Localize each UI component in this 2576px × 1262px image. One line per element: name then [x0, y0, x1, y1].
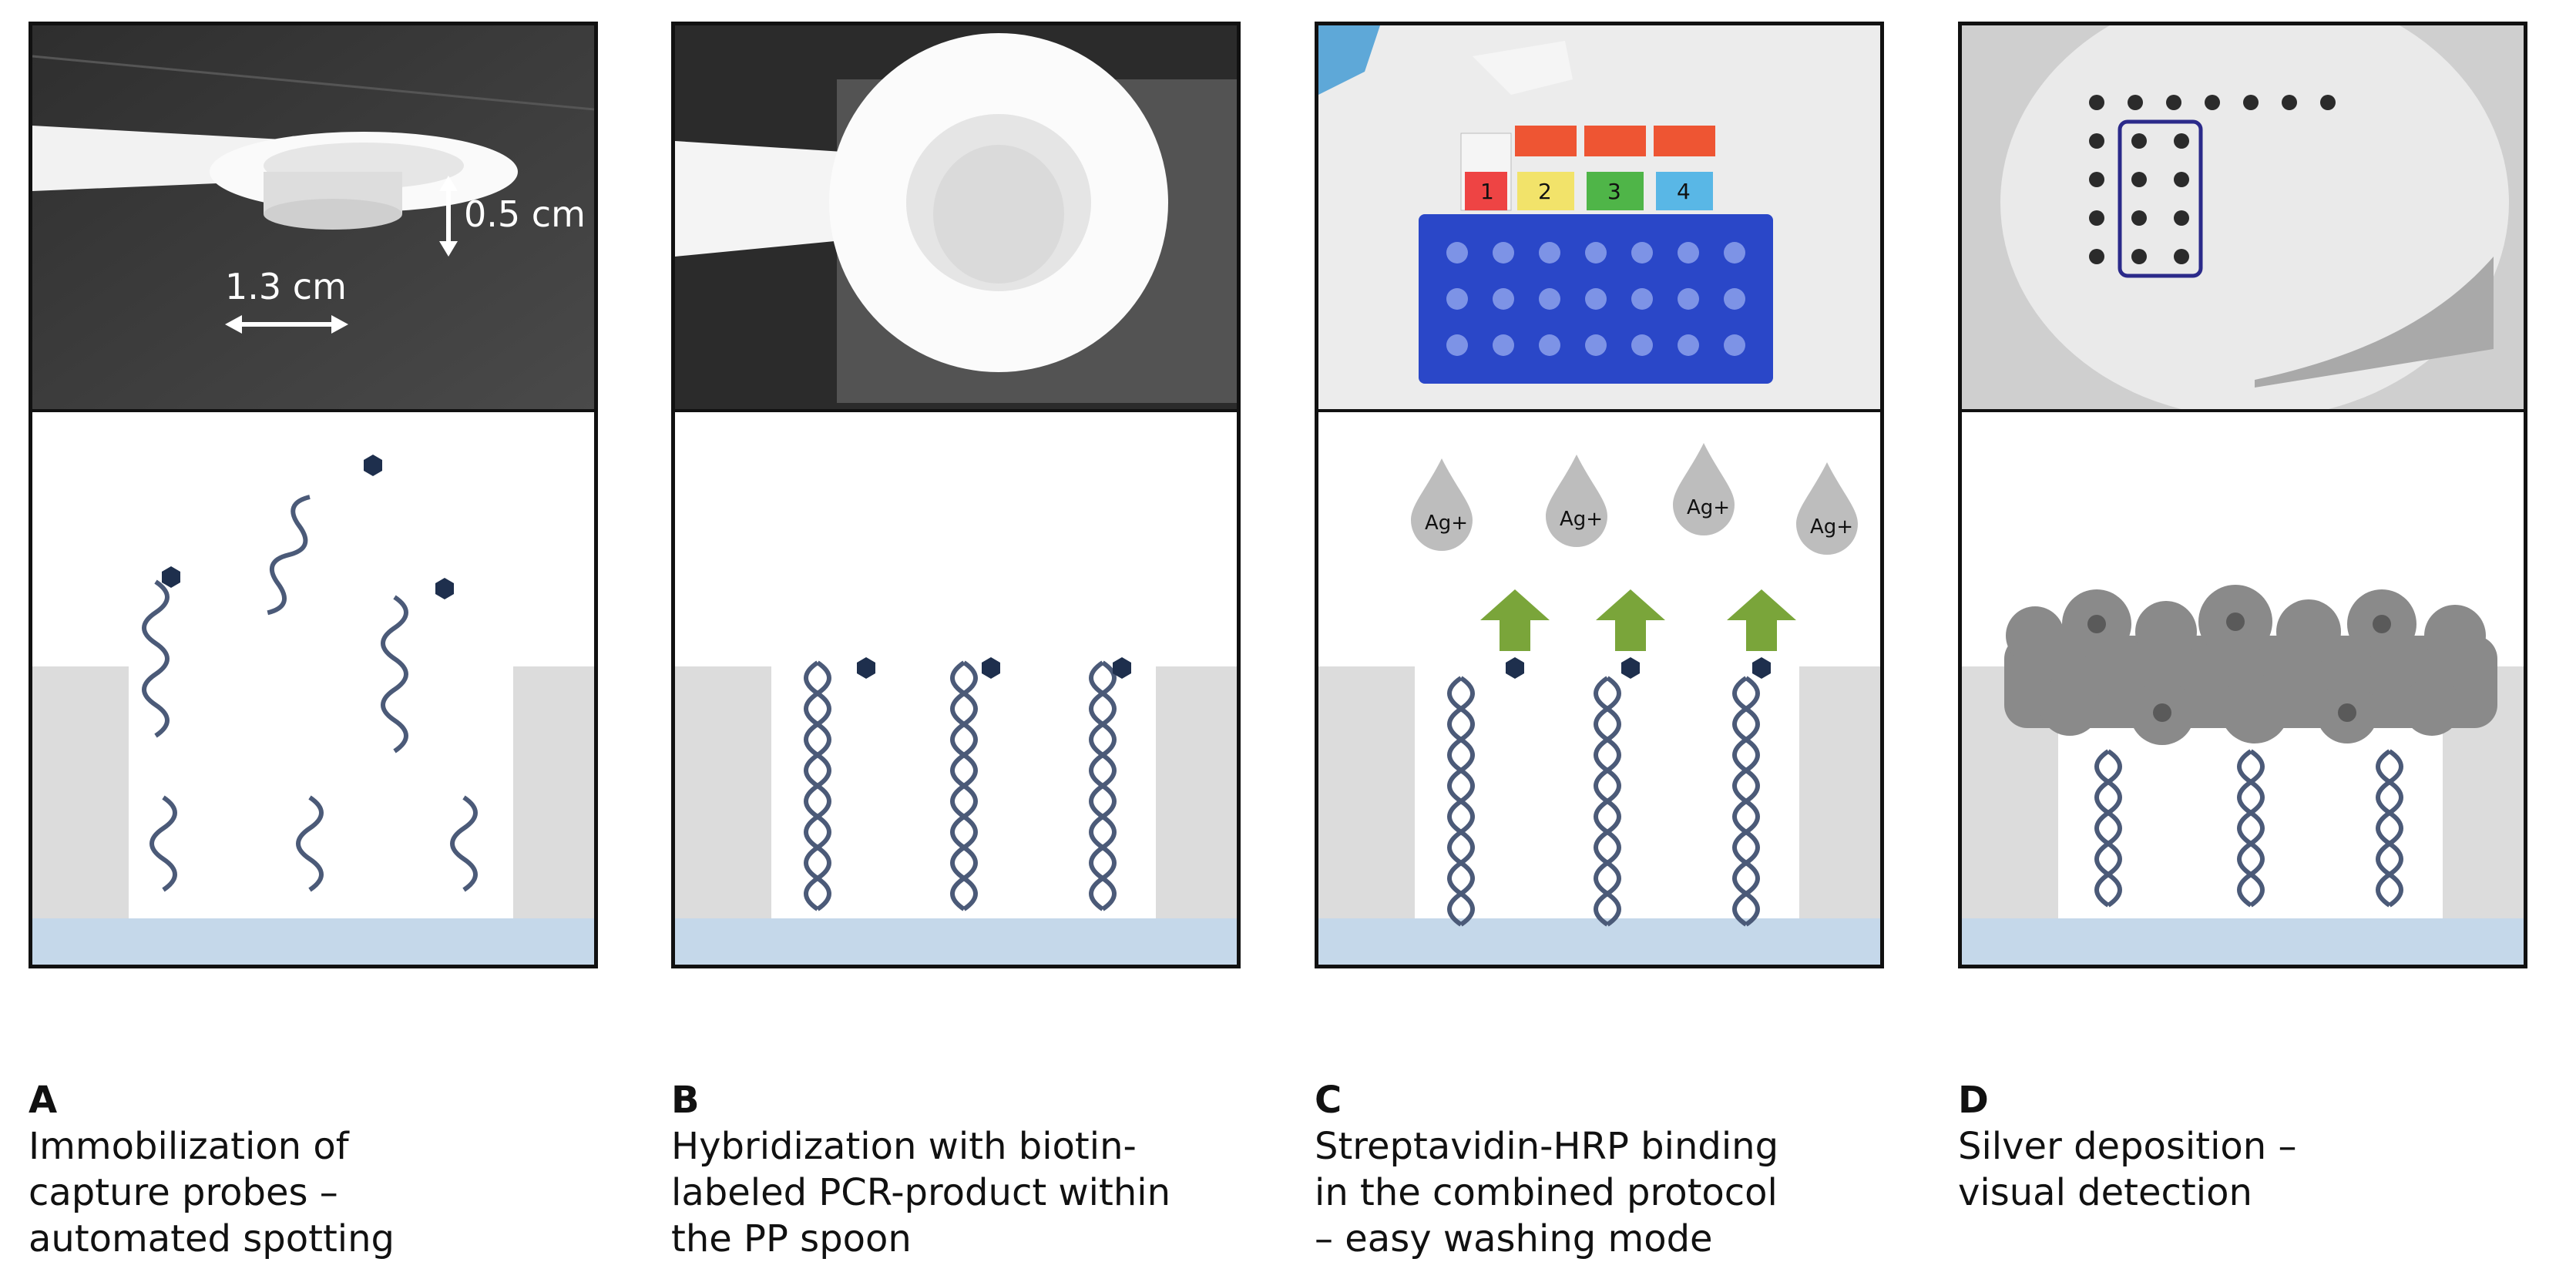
- caption-a-letter: A: [29, 1079, 58, 1122]
- caption-d-text: Silver deposition – visual detection: [1958, 1125, 2297, 1214]
- hybridized-strand: [1447, 676, 1475, 927]
- dna-strand: [142, 579, 170, 738]
- photo-tube-rack: 1 2 3 4: [1318, 25, 1880, 412]
- hrp-arrow: [1480, 589, 1550, 651]
- hybridized-strand: [1732, 676, 1760, 927]
- tube-label-1: 1: [1480, 179, 1494, 204]
- dna-strand: [149, 795, 177, 892]
- scheme-hybridization: [675, 412, 1237, 965]
- well-wall-left: [675, 666, 771, 918]
- biotin-marker: [435, 578, 454, 599]
- svg-text:Ag+: Ag+: [1810, 515, 1853, 539]
- biotin-marker: [364, 455, 382, 476]
- biotin-marker: [1752, 657, 1771, 679]
- tube-label-3: 3: [1607, 179, 1621, 204]
- well-wall-right: [1799, 666, 1880, 918]
- silver-ion-droplet: Ag+: [1673, 443, 1735, 535]
- caption-d: D Silver deposition – visual detection: [1958, 1031, 2513, 1216]
- tube-label-4: 4: [1677, 179, 1691, 204]
- hrp-arrow: [1727, 589, 1796, 651]
- caption-b-text: Hybridization with biotin- labeled PCR-p…: [671, 1125, 1170, 1260]
- hybridized-strand: [1089, 660, 1117, 911]
- hybridized-strand: [2237, 749, 2265, 908]
- tube-label-2: 2: [1538, 179, 1552, 204]
- dna-strand: [296, 795, 324, 892]
- caption-d-letter: D: [1958, 1079, 1989, 1122]
- caption-c-letter: C: [1315, 1079, 1342, 1122]
- panel-b: [671, 22, 1241, 968]
- silver-ion-droplet: Ag+: [1546, 455, 1607, 547]
- biotin-marker: [1113, 657, 1131, 679]
- svg-text:Ag+: Ag+: [1560, 508, 1603, 531]
- photo-spot-array: [1962, 25, 2524, 412]
- dna-strand: [267, 495, 311, 616]
- dna-strand: [381, 595, 408, 754]
- substrate: [675, 918, 1237, 965]
- caption-c: C Streptavidin-HRP binding in the combin…: [1315, 1031, 1869, 1262]
- scheme-silver-deposition: [1962, 412, 2524, 965]
- silver-ion-droplet: Ag+: [1411, 458, 1473, 551]
- caption-a: A Immobilization of capture probes – aut…: [29, 1031, 583, 1262]
- well-wall-right: [513, 666, 594, 918]
- biotin-marker: [1506, 657, 1524, 679]
- biotin-marker: [857, 657, 875, 679]
- hrp-arrow: [1596, 589, 1665, 651]
- silver-ion-droplet: Ag+: [1796, 462, 1858, 555]
- well-wall-right: [1156, 666, 1237, 918]
- hybridized-strand: [2376, 749, 2403, 908]
- biotin-marker: [982, 657, 1000, 679]
- hybridized-strand: [804, 660, 831, 911]
- well-wall-left: [32, 666, 129, 918]
- scheme-capture-probes: [32, 412, 594, 965]
- well-wall-left: [1318, 666, 1415, 918]
- width-measure-label: 1.3 cm: [225, 266, 347, 307]
- hybridized-strand: [950, 660, 978, 911]
- panel-c: 1 2 3 4 Ag+: [1315, 22, 1884, 968]
- dna-strand: [450, 795, 478, 892]
- hybridized-strand: [1594, 676, 1621, 927]
- caption-c-text: Streptavidin-HRP binding in the combined…: [1315, 1125, 1779, 1260]
- scheme-streptavidin-hrp: Ag+ Ag+ Ag+ Ag+: [1318, 412, 1880, 965]
- substrate: [1318, 918, 1880, 965]
- hybridized-strand: [2094, 749, 2122, 908]
- substrate: [32, 918, 594, 965]
- caption-a-text: Immobilization of capture probes – autom…: [29, 1125, 395, 1260]
- substrate: [1962, 918, 2524, 965]
- svg-text:Ag+: Ag+: [1687, 496, 1730, 519]
- biotin-marker: [162, 566, 180, 588]
- biotin-marker: [1621, 657, 1640, 679]
- photo-spoon-top: [675, 25, 1237, 412]
- panel-d: [1958, 22, 2527, 968]
- silver-deposit: [2004, 585, 2497, 745]
- panel-a: 0.5 cm 1.3 cm: [29, 22, 598, 968]
- photo-spoon-dimensions: 0.5 cm 1.3 cm: [32, 25, 594, 412]
- caption-b-letter: B: [671, 1079, 700, 1122]
- caption-b: B Hybridization with biotin- labeled PCR…: [671, 1031, 1226, 1262]
- height-measure-label: 0.5 cm: [464, 193, 586, 235]
- highlight-box: [2118, 119, 2203, 278]
- svg-text:Ag+: Ag+: [1425, 512, 1468, 535]
